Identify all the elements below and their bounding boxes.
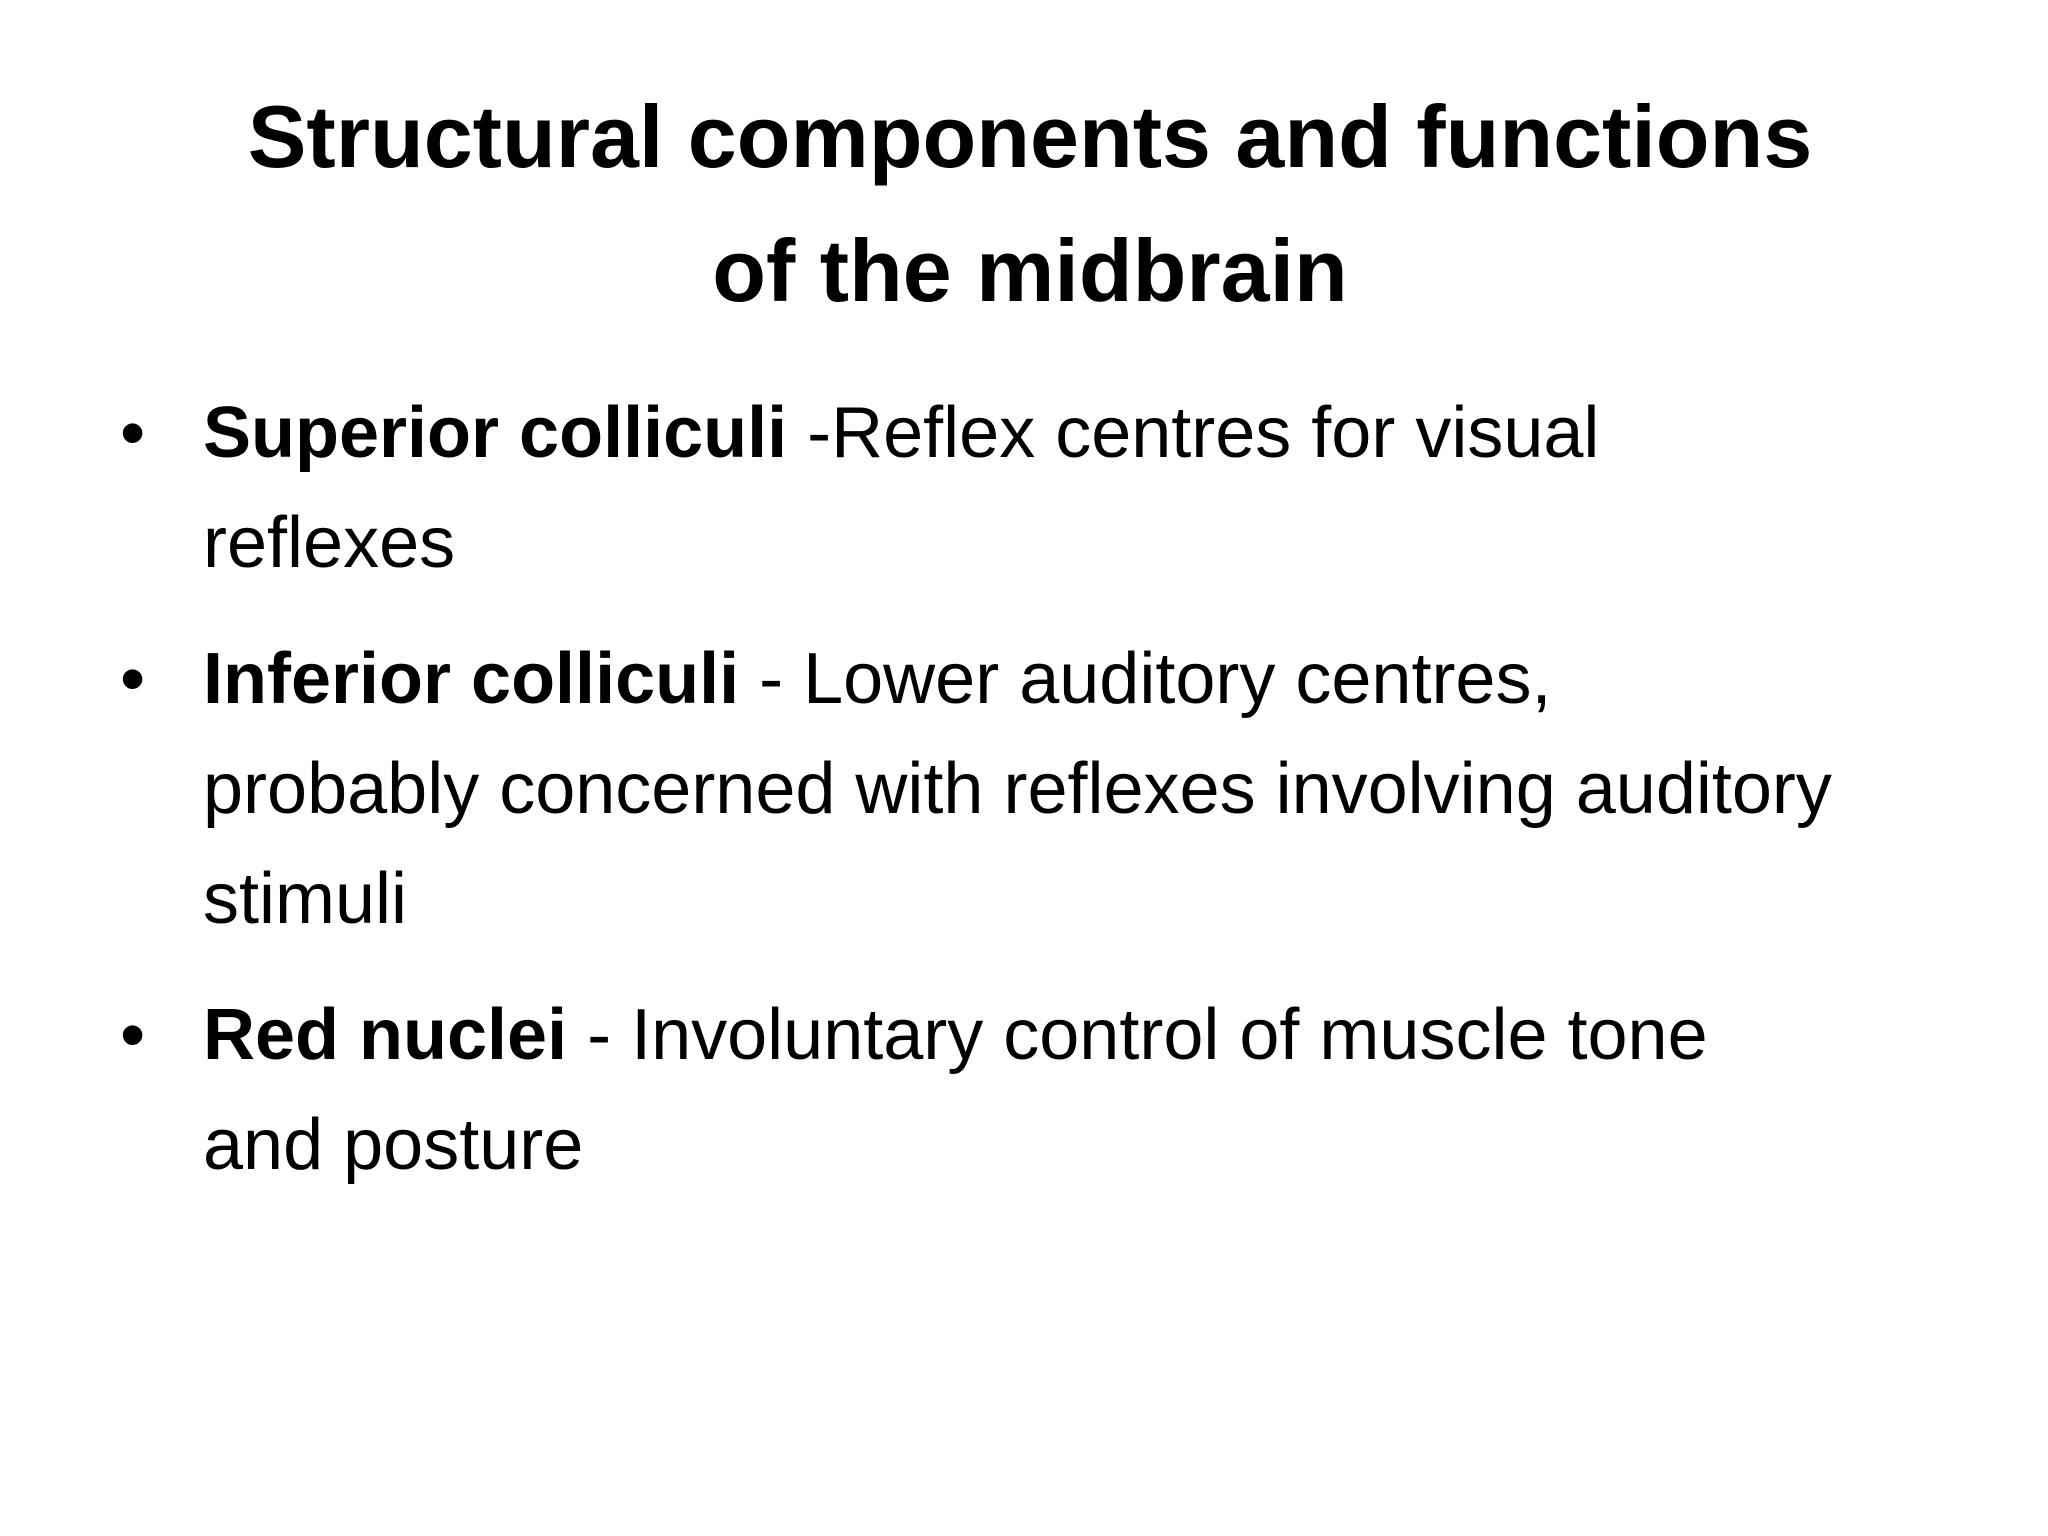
bullet-description: -Reflex centres for visual reflexes [203, 393, 1600, 583]
bullet-term: Red nuclei [203, 995, 568, 1075]
bullet-description: - Involuntary control of muscle tone and… [203, 995, 1708, 1185]
bullet-marker: • [120, 639, 146, 719]
slide-title-line-1: Structural components and functions [247, 87, 1813, 186]
bullet-item-red-nuclei: • Red nuclei - Involuntary control of mu… [120, 980, 1840, 1200]
slide-title-line-2: of the midbrain [712, 221, 1348, 320]
bullet-term: Superior colliculi [203, 393, 788, 473]
slide-title: Structural components and functions of t… [110, 70, 1950, 338]
bullet-description: - Lower auditory centres, probably conce… [203, 639, 1832, 939]
bullet-term: Inferior colliculi [203, 639, 740, 719]
bullet-list: • Superior colliculi -Reflex centres for… [120, 378, 1840, 1226]
bullet-marker: • [120, 393, 146, 473]
bullet-item-inferior-colliculi: • Inferior colliculi - Lower auditory ce… [120, 624, 1840, 954]
bullet-item-superior-colliculi: • Superior colliculi -Reflex centres for… [120, 378, 1840, 598]
bullet-marker: • [120, 995, 146, 1075]
